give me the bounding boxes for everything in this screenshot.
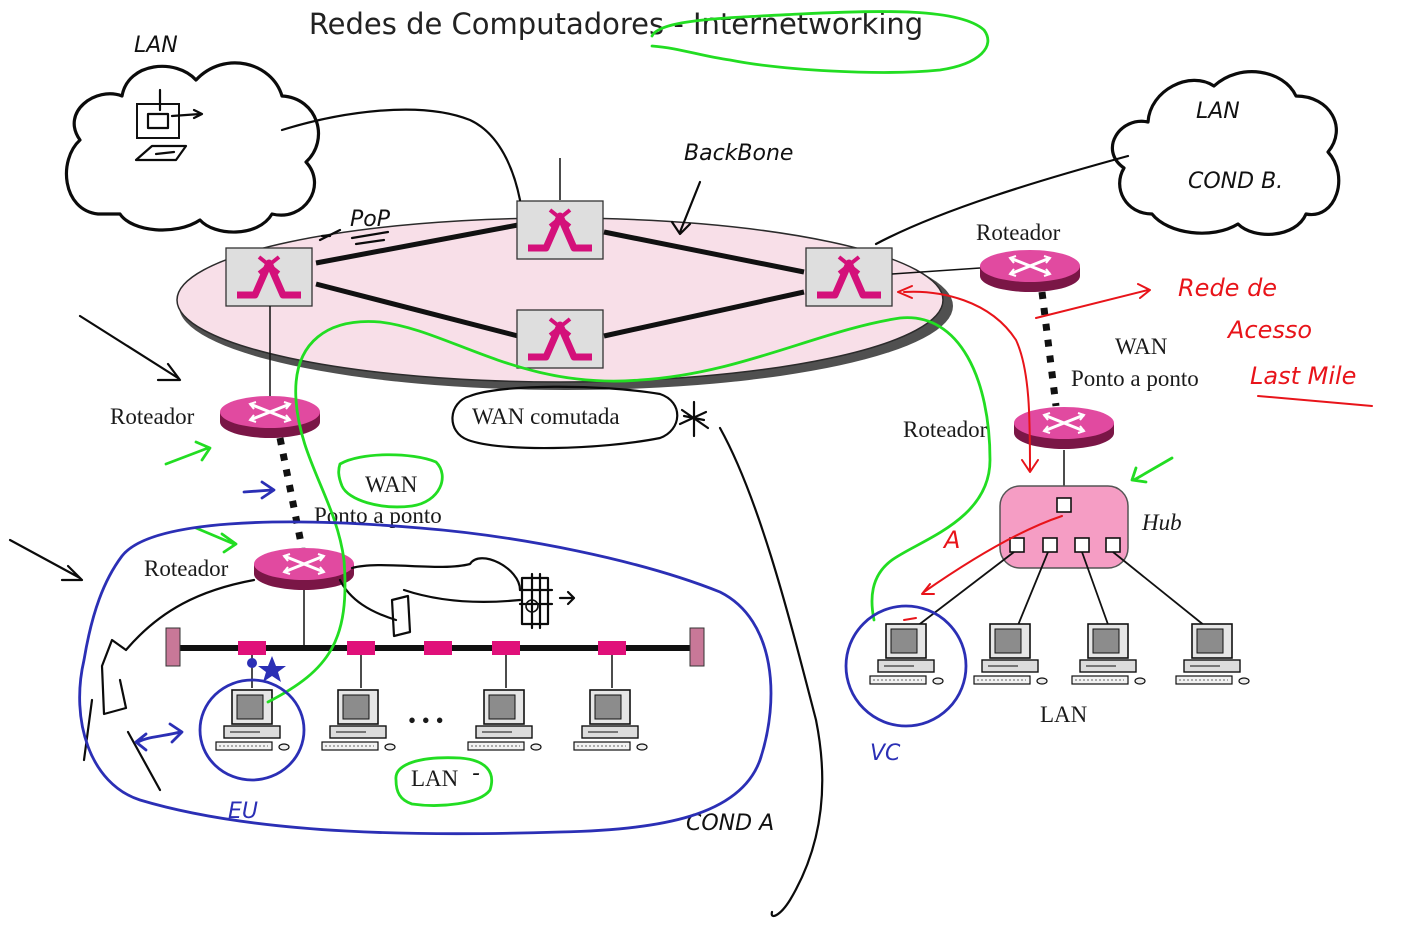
pc-lan-right-4 (1175, 623, 1250, 685)
label-ellipsis: • • • (408, 708, 444, 733)
label-lan-left: LAN (411, 766, 459, 791)
hub (911, 485, 1211, 631)
label-lan-right: LAN (1040, 702, 1088, 727)
router-left-wan (218, 394, 322, 440)
annot-lan-dash: - (472, 761, 480, 786)
pc-lan-left-2 (321, 689, 396, 751)
pc-lan-right-3 (1071, 623, 1146, 685)
label-roteador-right: Roteador (903, 417, 988, 442)
annot-rede-de: Rede de (1178, 274, 1277, 302)
handwriting-black: LAN PoP BackBone LAN COND B. COND A (8, 33, 1341, 918)
label-wan-comutada: WAN comutada (472, 404, 620, 429)
label-hub: Hub (1141, 510, 1182, 535)
annot-lan-cloud-left: LAN (134, 33, 178, 58)
switch-bottom (517, 310, 603, 368)
handwriting-red: Rede de Acesso Last Mile A (897, 274, 1373, 621)
router-lan-left (252, 546, 356, 592)
switch-left (226, 248, 312, 306)
label-ponto-a-ponto-right: Ponto a ponto (1071, 366, 1199, 391)
annot-eu: EU (228, 799, 258, 824)
label-wan-left: WAN (365, 472, 418, 497)
handwriting-green: - (164, 10, 1174, 807)
pc-lan-left-1 (215, 689, 290, 751)
router-right-top (978, 248, 1082, 294)
annot-lan-cloud-right: LAN (1196, 99, 1240, 124)
annot-backbone: BackBone (684, 141, 793, 166)
pc-lan-right-1 (869, 623, 944, 685)
label-roteador-top-right: Roteador (976, 220, 1061, 245)
annot-cond-a: COND A (686, 811, 774, 836)
pc-lan-left-3 (467, 689, 542, 751)
annot-cond-b: COND B. (1188, 169, 1283, 194)
annot-vc: VC (870, 741, 901, 766)
handwriting-blue: EU VC (78, 480, 968, 836)
switch-top (517, 201, 603, 259)
annot-pop: PoP (350, 207, 391, 232)
label-roteador-left: Roteador (110, 404, 195, 429)
switch-right (806, 248, 892, 306)
label-roteador-lan-left: Roteador (144, 556, 229, 581)
annot-last-mile: Last Mile (1250, 362, 1356, 390)
annot-acesso: Acesso (1226, 316, 1312, 344)
pc-lan-left-4 (573, 689, 648, 751)
annot-a-mark: A (942, 526, 960, 554)
lan-left-bus (165, 627, 705, 688)
pc-lan-right-2 (973, 623, 1048, 685)
label-wan-right: WAN (1115, 334, 1168, 359)
backbone-wan (176, 158, 953, 390)
